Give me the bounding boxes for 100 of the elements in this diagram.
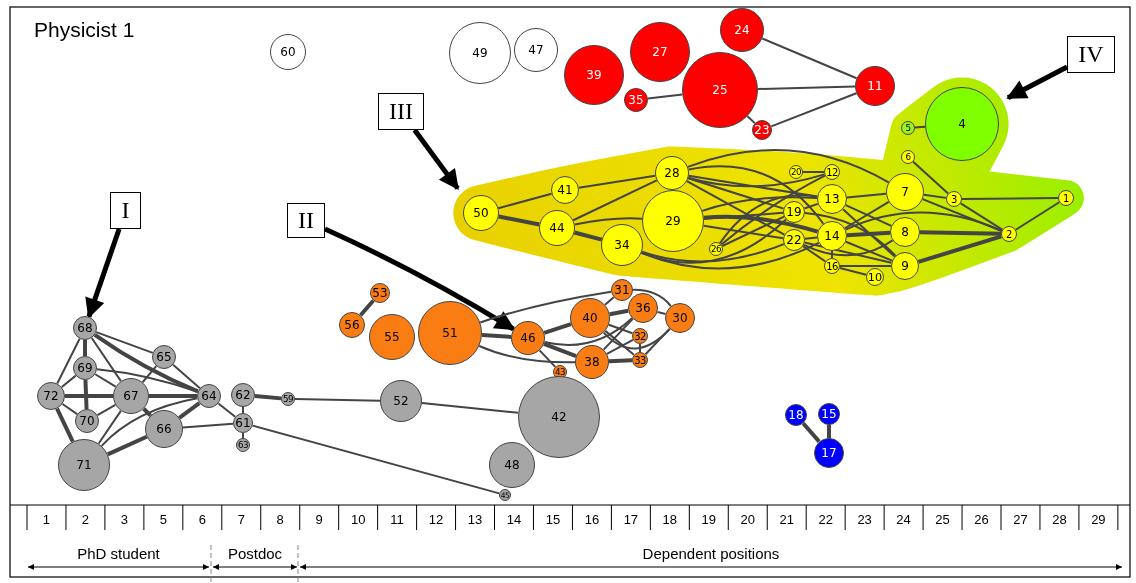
author-node: 38 xyxy=(575,345,609,379)
connector-line xyxy=(106,434,148,457)
connector-line xyxy=(721,215,786,247)
connector-line xyxy=(919,230,1002,236)
connector-line xyxy=(702,224,785,240)
author-node: 42 xyxy=(518,376,600,458)
connector-line xyxy=(686,149,890,184)
axis-tick-label: 18 xyxy=(661,512,679,527)
connector-line xyxy=(178,401,201,420)
connector-line xyxy=(242,406,244,414)
author-node: 69 xyxy=(73,356,97,380)
connector-line xyxy=(632,288,672,308)
period-label: Dependent positions xyxy=(642,545,780,562)
connector-line xyxy=(251,424,501,495)
connector-line xyxy=(61,403,79,416)
arrow xyxy=(323,226,516,332)
connector-line xyxy=(93,333,199,394)
connector-line xyxy=(687,174,819,198)
author-node: 40 xyxy=(570,298,610,338)
connector-line xyxy=(844,211,1003,232)
connector-line xyxy=(842,208,896,258)
arrow xyxy=(412,128,460,190)
connector-line xyxy=(844,240,894,262)
connector-line xyxy=(217,402,237,418)
connector-line xyxy=(802,171,825,173)
connector-line xyxy=(142,407,152,417)
axis-tick-label: 17 xyxy=(622,512,640,527)
connector-line xyxy=(181,422,235,429)
connector-line xyxy=(803,241,893,264)
axis-tick-label: 6 xyxy=(197,512,207,527)
axis-tick-label: 8 xyxy=(275,512,285,527)
axis-tick-label: 13 xyxy=(466,512,484,527)
connector-line xyxy=(498,214,540,227)
connector-line xyxy=(543,317,633,346)
axis-tick-label: 23 xyxy=(856,512,873,527)
connector-line xyxy=(479,290,613,324)
connector-line xyxy=(770,92,858,128)
connector-line xyxy=(55,407,75,443)
connector-line xyxy=(687,177,785,210)
author-node: 59 xyxy=(281,392,295,406)
connector-line xyxy=(761,37,858,80)
arrow xyxy=(85,228,122,319)
connector-line xyxy=(746,115,756,125)
author-node: 30 xyxy=(665,303,695,333)
author-node: 56 xyxy=(339,312,365,338)
axis-tick-label: 20 xyxy=(739,512,756,527)
connector-line xyxy=(420,402,520,414)
period-label: Postdoc xyxy=(227,545,283,562)
author-node: 36 xyxy=(628,293,658,323)
roman-numeral-box: I xyxy=(110,192,141,229)
connector-line xyxy=(801,422,821,443)
connector-line xyxy=(254,394,282,401)
connector-line xyxy=(172,363,201,390)
connector-line xyxy=(720,174,826,246)
author-node: 51 xyxy=(418,301,482,365)
connector-line xyxy=(90,336,122,383)
author-node: 68 xyxy=(73,316,97,340)
author-node: 62 xyxy=(231,383,255,407)
connector-line xyxy=(65,394,113,398)
connector-line xyxy=(640,243,785,263)
connector-line xyxy=(1014,201,1061,231)
axis-tick-label: 1 xyxy=(41,512,52,527)
connector-line xyxy=(917,234,1002,264)
connector-line xyxy=(602,327,671,350)
axis-tick-label: 29 xyxy=(1090,512,1107,527)
connector-line xyxy=(294,398,381,402)
axis-tick-label: 26 xyxy=(973,512,990,527)
axis-tick-label: 28 xyxy=(1051,512,1068,527)
connector-line xyxy=(961,197,1059,200)
author-node: 70 xyxy=(75,409,99,433)
axis-tick-label: 14 xyxy=(505,512,523,527)
connector-line xyxy=(687,173,826,188)
author-node: 27 xyxy=(630,22,690,82)
connector-line xyxy=(718,194,819,245)
author-node: 72 xyxy=(37,382,65,410)
connector-line xyxy=(604,329,635,356)
roman-numeral-box: IV xyxy=(1067,36,1115,73)
connector-line xyxy=(702,211,785,220)
connector-line xyxy=(701,196,819,212)
connector-line xyxy=(538,349,557,368)
connector-line xyxy=(802,245,827,263)
connector-line xyxy=(687,165,825,225)
connector-line xyxy=(572,179,658,222)
connector-line xyxy=(640,218,787,264)
roman-numeral-box: III xyxy=(378,93,424,130)
period-label: PhD student xyxy=(77,545,160,562)
axis-tick-label: 9 xyxy=(314,512,324,527)
connector-line xyxy=(922,193,948,199)
author-node: 48 xyxy=(489,442,535,488)
connector-line xyxy=(685,180,786,236)
author-node: 31 xyxy=(611,279,633,301)
author-node: 71 xyxy=(58,439,110,491)
author-node: 24 xyxy=(720,8,764,52)
author-node: 11 xyxy=(855,66,895,106)
connector-line xyxy=(703,214,819,234)
connector-line xyxy=(959,202,1004,231)
connector-line xyxy=(921,198,1003,232)
connector-line xyxy=(607,323,634,335)
author-node: 67 xyxy=(113,378,149,414)
author-node: 17 xyxy=(814,438,844,468)
